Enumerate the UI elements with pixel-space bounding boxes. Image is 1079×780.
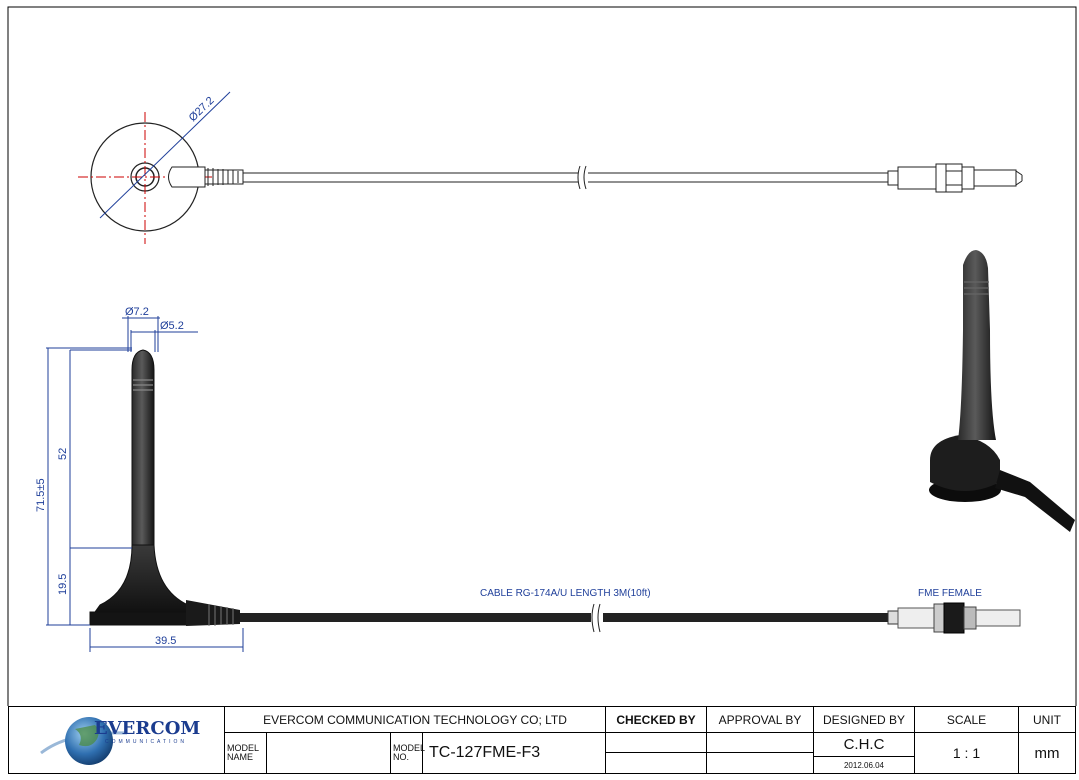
total-height-label: 71.5±5	[35, 478, 47, 512]
title-block: EVERCOM COMMUNICATION EVERCOM COMMUNICAT…	[8, 706, 1076, 774]
fme-connector-top	[887, 163, 1023, 193]
model-name-value	[267, 733, 391, 773]
fme-connector-side	[887, 602, 1021, 634]
design-date: 2012.06.04	[814, 757, 915, 773]
whip-height-label: 52	[57, 448, 69, 460]
unit-value: mm	[1034, 744, 1060, 762]
whip-diameter-large-label: Ø7.2	[125, 306, 149, 318]
logo-subtext: COMMUNICATION	[105, 739, 187, 745]
checked-by-date	[606, 753, 707, 773]
base-bottom	[89, 611, 193, 626]
base-width-label: 39.5	[155, 635, 176, 647]
connector-type-note: FME FEMALE	[918, 588, 982, 599]
whip-diameter-small-label: Ø5.2	[160, 320, 184, 332]
approval-by-date	[707, 753, 814, 773]
approval-by-label: APPROVAL BY	[707, 707, 814, 733]
company-name: EVERCOM COMMUNICATION TECHNOLOGY CO; LTD	[225, 707, 606, 733]
globe-icon	[40, 717, 128, 765]
magnetic-base	[94, 544, 194, 613]
logo-text: EVERCOM	[94, 718, 201, 739]
side-view: Ø7.2 Ø5.2 71.5±5 52 19.5 39.5 CABLE RG-1…	[35, 306, 1021, 652]
antenna-whip	[131, 349, 155, 546]
approval-by-value	[707, 733, 814, 753]
drawing-area: Ø27.2	[7, 6, 1077, 706]
model-no-label: MODEL NO.	[391, 733, 425, 773]
unit-label: UNIT	[1019, 707, 1075, 733]
cable-side	[240, 613, 892, 622]
top-view: Ø27.2	[78, 91, 1023, 244]
cable-spec-note: CABLE RG-174A/U LENGTH 3M(10ft)	[480, 588, 651, 599]
checked-by-value	[606, 733, 707, 753]
designed-by-label: DESIGNED BY	[814, 707, 915, 733]
model-name-label: MODEL NAME	[225, 733, 267, 773]
base-diameter-leader	[99, 91, 231, 219]
base-height-label: 19.5	[57, 574, 69, 595]
checked-by-label: CHECKED BY	[606, 707, 707, 733]
antenna-3d-render	[929, 250, 1075, 532]
designed-by-value: C.H.C	[814, 733, 915, 757]
scale-label: SCALE	[915, 707, 1019, 733]
company-logo: EVERCOM COMMUNICATION	[9, 707, 225, 773]
model-no-value: TC-127FME-F3	[423, 733, 606, 773]
sheet-border	[7, 6, 1077, 706]
scale-value: 1 : 1	[915, 733, 1019, 773]
